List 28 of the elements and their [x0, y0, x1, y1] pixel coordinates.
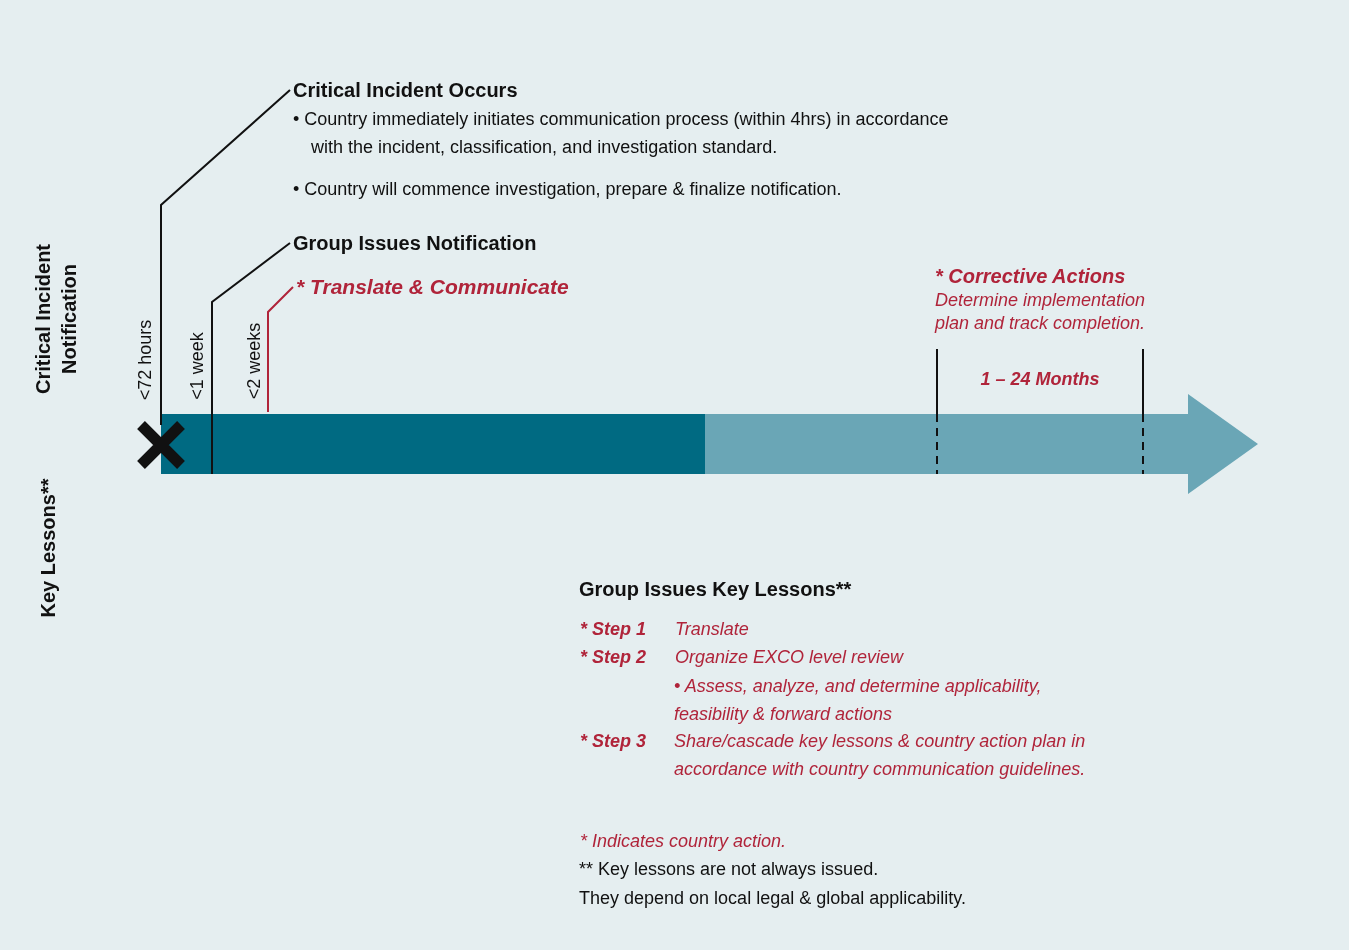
leader-line — [211, 242, 291, 475]
footnote: ** Key lessons are not always issued. — [579, 858, 880, 881]
leader-line — [267, 286, 294, 413]
bullet-text: • Assess, analyze, and determine applicability, feasibility & forward actions — [674, 675, 1043, 726]
heading: * Corrective Actions — [935, 264, 1127, 289]
heading: * Translate & Communicate — [296, 274, 570, 300]
edge-label: <1 week — [186, 331, 208, 402]
cross-icon — [135, 419, 187, 471]
step-text: Organize EXCO level review — [675, 646, 905, 669]
duration-text: 1 – 24 Months — [979, 368, 1101, 391]
leader-line — [160, 89, 291, 426]
step-text: Share/cascade key lessons & country action plan in accordance with country communication guidelines. — [674, 730, 1087, 781]
description-text: Determine implementation plan and track completion. — [935, 289, 1147, 335]
step-text: Translate — [675, 618, 750, 641]
bullet-text: • Country immediately initiates communication process (within 4hrs) in accordance with the incident, classification, and investigation standard. — [293, 108, 950, 159]
axis-title: Critical Incident Notification — [31, 243, 81, 396]
footnote: * Indicates country action. — [580, 830, 788, 853]
bullet-text: • Country will commence investigation, prepare & finalize notification. — [293, 178, 843, 201]
heading: Group Issues Key Lessons** — [579, 577, 853, 602]
edge-label: <2 weeks — [243, 321, 265, 402]
axis-title: Key Lessons** — [36, 477, 60, 620]
step-label: * Step 1 — [580, 618, 648, 641]
heading: Critical Incident Occurs — [293, 78, 519, 103]
footnote: They depend on local legal & global applicability. — [579, 887, 967, 910]
heading: Group Issues Notification — [293, 231, 538, 256]
edge-label: <72 hours — [134, 318, 156, 403]
step-label: * Step 2 — [580, 646, 648, 669]
step-label: * Step 3 — [580, 730, 648, 753]
